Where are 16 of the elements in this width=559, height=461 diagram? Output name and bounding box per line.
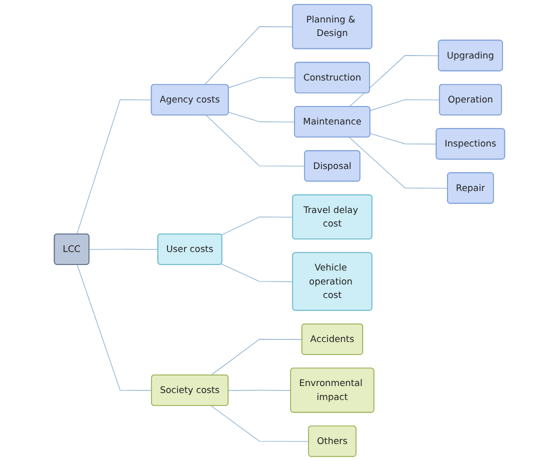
connector xyxy=(228,390,292,391)
connector xyxy=(348,137,448,189)
connector xyxy=(76,99,152,235)
connector xyxy=(348,55,439,108)
connector xyxy=(220,216,294,236)
connector xyxy=(228,112,296,122)
connector xyxy=(228,77,296,88)
connector xyxy=(88,248,158,250)
connector xyxy=(204,26,294,85)
connector xyxy=(370,133,437,144)
connector xyxy=(370,99,440,111)
connector xyxy=(210,338,302,376)
connector xyxy=(220,264,294,282)
connector xyxy=(76,264,152,391)
connector xyxy=(210,405,310,442)
connector xyxy=(206,114,306,167)
